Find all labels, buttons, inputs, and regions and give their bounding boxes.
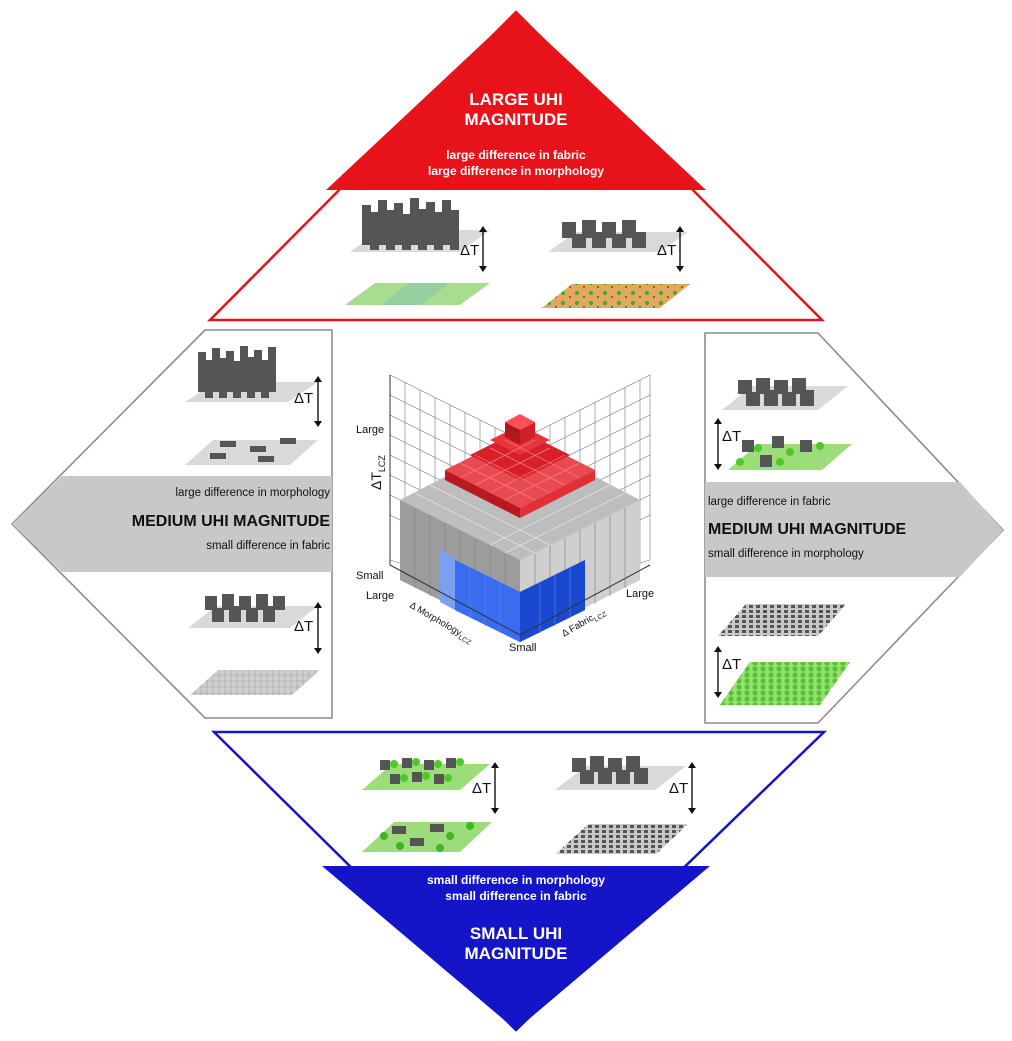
delta-t-label: ΔT <box>722 656 742 673</box>
delta-t-label: ΔT <box>294 390 314 407</box>
chart-z-axis-label: ΔTLCZ <box>368 455 387 490</box>
right-lower-scene <box>718 604 850 705</box>
top-right-scene <box>542 220 690 308</box>
right-desc-top: large difference in fabric <box>708 496 831 508</box>
chart-left-axis-large: Large <box>366 590 395 602</box>
bottom-right-scene <box>555 756 688 854</box>
left-desc-bottom: small difference in fabric <box>206 540 330 552</box>
top-title-line1: LARGE UHI <box>469 90 563 109</box>
right-desc-bottom: small difference in morphology <box>708 548 864 560</box>
chart-right-axis-large: Large <box>626 588 655 600</box>
bottom-title-line2: MAGNITUDE <box>464 944 568 963</box>
delta-t-label: ΔT <box>669 780 689 797</box>
chart-z-bottom-label: Small <box>356 570 384 582</box>
delta-t-label: ΔT <box>722 428 742 445</box>
bottom-title-line1: SMALL UHI <box>469 924 563 943</box>
left-upper-scene <box>185 346 318 465</box>
delta-t-label: ΔT <box>657 242 677 259</box>
bottom-desc-line1: small difference in morphology <box>426 873 606 887</box>
top-title-line2: MAGNITUDE <box>464 110 568 129</box>
chart-bars <box>400 414 640 642</box>
chart-origin-label: Small <box>509 642 537 654</box>
left-medium-uhi-panel <box>10 329 333 719</box>
bottom-desc-line2: small difference in fabric <box>445 889 587 903</box>
top-large-uhi-panel <box>206 10 826 322</box>
left-title: MEDIUM UHI MAGNITUDE <box>131 513 330 530</box>
top-desc-line2: large difference in morphology <box>427 164 605 178</box>
delta-t-label: ΔT <box>472 780 492 797</box>
right-upper-scene <box>722 378 852 470</box>
center-3d-bar-chart <box>389 374 651 642</box>
chart-z-top-label: Large <box>356 424 385 436</box>
left-lower-scene <box>188 594 320 695</box>
bottom-left-scene <box>362 758 492 852</box>
delta-t-label: ΔT <box>294 618 314 635</box>
bottom-small-uhi-panel <box>210 730 828 1032</box>
left-desc-top: large difference in morphology <box>175 487 331 499</box>
right-title: MEDIUM UHI MAGNITUDE <box>708 521 907 538</box>
delta-t-label: ΔT <box>460 242 480 259</box>
top-left-scene <box>345 198 490 305</box>
top-desc-line1: large difference in fabric <box>446 148 586 162</box>
right-medium-uhi-panel <box>704 332 1005 724</box>
